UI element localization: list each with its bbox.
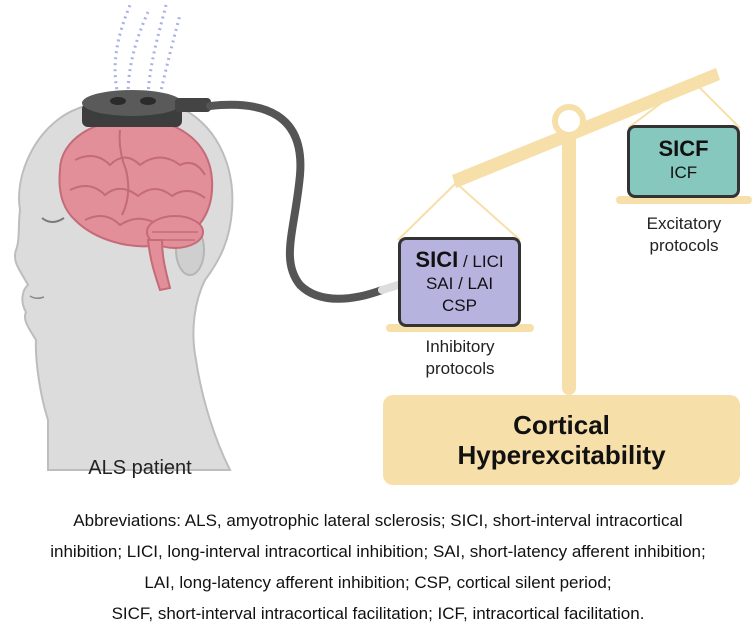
cortical-hyperexcitability-box: Cortical Hyperexcitability xyxy=(383,395,740,485)
excitatory-caption: Excitatory protocols xyxy=(619,213,749,257)
excitatory-protocols-box: SICF ICF xyxy=(627,125,740,198)
cortical-line2: Hyperexcitability xyxy=(457,440,666,470)
csp-label: CSP xyxy=(442,296,477,315)
icf-label: ICF xyxy=(669,163,698,182)
abbrev-line-2: inhibition; LICI, long-interval intracor… xyxy=(50,542,706,561)
excitatory-caption-line1: Excitatory xyxy=(646,214,722,233)
abbreviations-caption: Abbreviations: ALS, amyotrophic lateral … xyxy=(0,505,756,629)
tms-coil xyxy=(82,90,211,127)
patient-label: ALS patient xyxy=(88,457,192,479)
closed-eye xyxy=(41,217,65,223)
sai-lai-label: SAI / LAI xyxy=(425,274,494,293)
inhibitory-protocols-box: SICI / LICI SAI / LAI CSP xyxy=(398,237,521,327)
lici-label: / LICI xyxy=(458,252,504,271)
brain xyxy=(58,118,214,292)
abbrev-line-3: LAI, long-latency afferent inhibition; C… xyxy=(144,573,612,592)
balance-scale xyxy=(386,68,752,395)
inhibitory-caption-line2: protocols xyxy=(425,359,495,378)
inhibitory-caption-line1: Inhibitory xyxy=(425,337,495,356)
diagram-scene xyxy=(14,4,752,471)
coil-cable xyxy=(206,100,386,303)
abbrev-line-1: Abbreviations: ALS, amyotrophic lateral … xyxy=(73,511,683,530)
sicf-label: SICF xyxy=(658,136,709,161)
inhibitory-caption: Inhibitory protocols xyxy=(395,336,525,380)
abbrev-line-4: SICF, short-interval intracortical facil… xyxy=(111,604,645,623)
sici-label: SICI xyxy=(415,247,459,272)
cortical-line1: Cortical xyxy=(513,410,610,440)
mouth xyxy=(29,295,45,300)
excitatory-caption-line2: protocols xyxy=(649,236,719,255)
